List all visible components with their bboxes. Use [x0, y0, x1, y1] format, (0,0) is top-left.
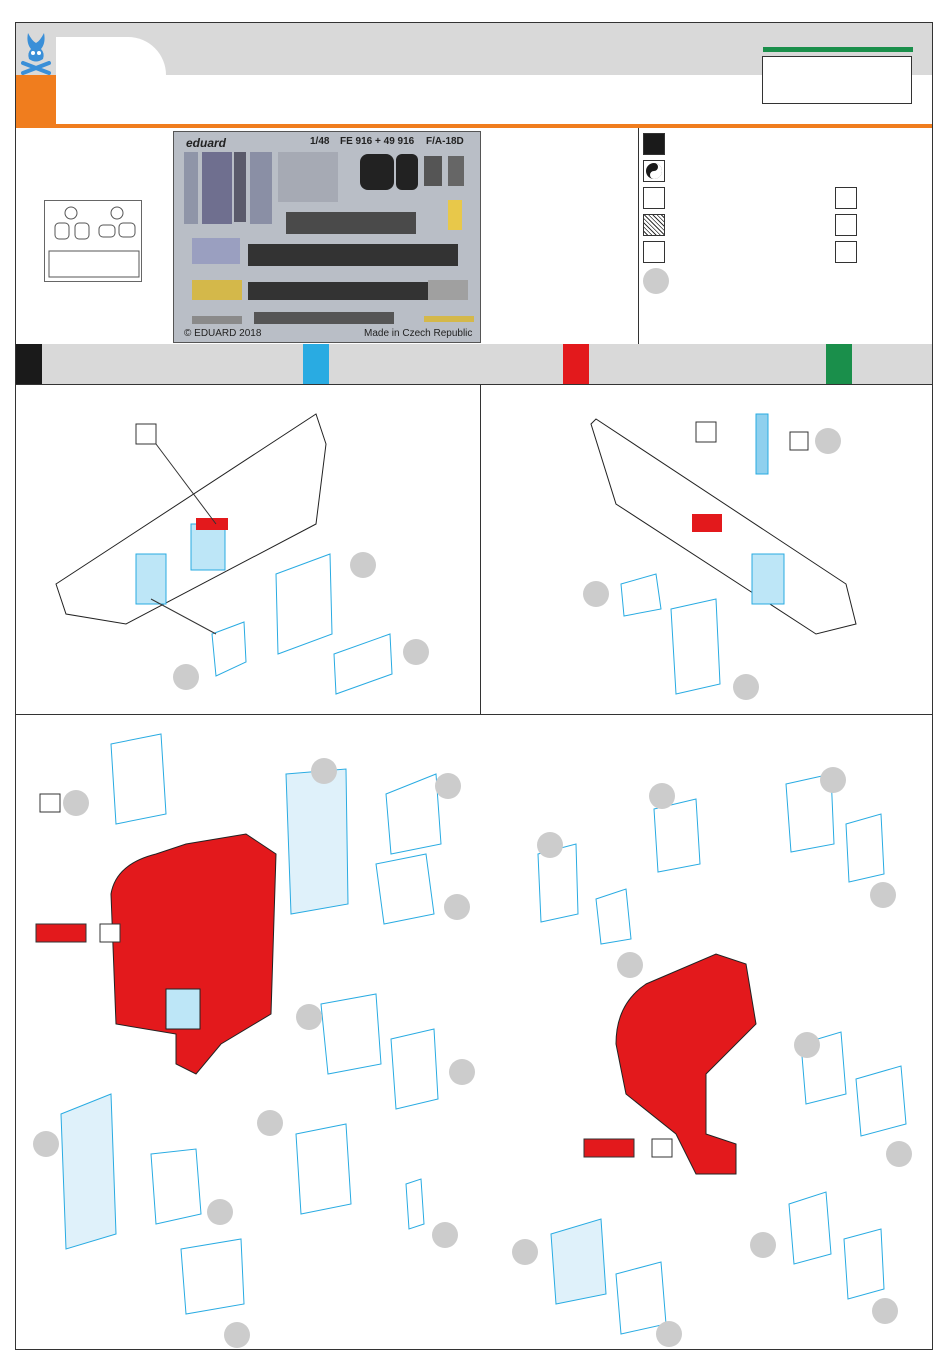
- color-bar: [16, 344, 932, 385]
- kit-info-box: [762, 56, 912, 104]
- reverse-icon: [835, 241, 857, 263]
- decal-icon: [643, 187, 665, 209]
- step-circle-icon: [643, 268, 669, 294]
- instrument-panel-steps: [16, 714, 932, 1351]
- photo-etch-fret: eduard 1/48 FE 916 + 49 916 F/A-18D © ED…: [173, 131, 481, 343]
- color-swatch-red: [563, 344, 589, 384]
- symbol-legend: [638, 128, 933, 344]
- drill-icon: [643, 241, 665, 263]
- bend-icon: [835, 187, 857, 209]
- hatch-icon: [643, 214, 665, 236]
- orange-block: [16, 75, 56, 124]
- header-tab: [56, 37, 166, 75]
- instrument-panel-diagrams: [16, 714, 932, 1351]
- fret-section: eduard 1/48 FE 916 + 49 916 F/A-18D © ED…: [16, 128, 932, 345]
- fret-thumbnail: [44, 200, 142, 282]
- color-swatch-black: [16, 344, 42, 384]
- star-icon: [643, 133, 665, 155]
- side-console-diagrams: [16, 384, 932, 714]
- yin-yang-icon: [643, 160, 665, 182]
- color-swatch-cyan: [303, 344, 329, 384]
- eduard-logo: [18, 31, 54, 75]
- instruction-sheet: eduard 1/48 FE 916 + 49 916 F/A-18D © ED…: [15, 22, 933, 1350]
- blank-icon: [835, 214, 857, 236]
- color-swatch-green: [826, 344, 852, 384]
- kit-green-line: [763, 47, 913, 52]
- side-console-steps: [16, 384, 932, 715]
- fret-parts: [174, 132, 482, 344]
